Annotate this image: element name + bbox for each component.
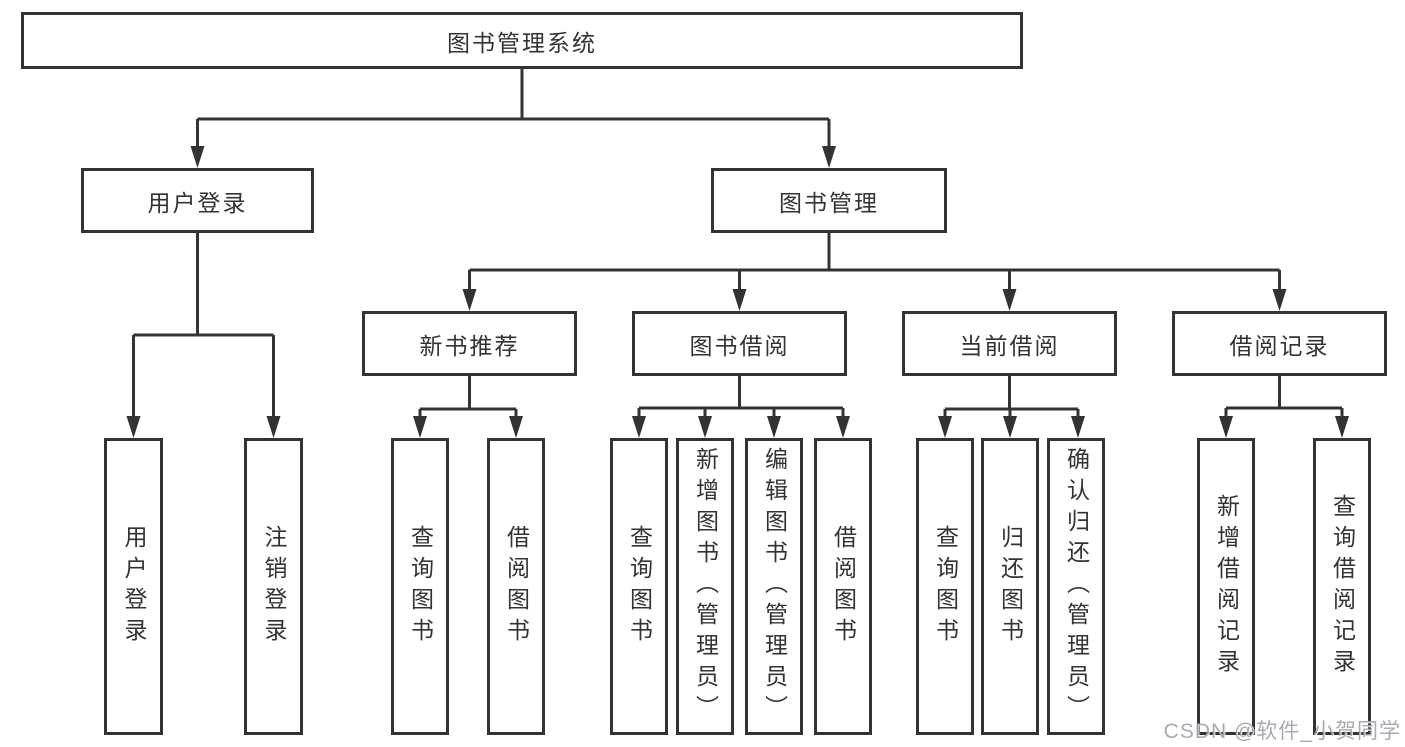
edge-book-management-to-level3 — [462, 233, 1287, 311]
node-leaf-query-books-current: 查询图书 — [916, 438, 974, 735]
node-book-borrow: 图书借阅 — [632, 311, 847, 376]
node-label: 借阅图书 — [503, 524, 530, 649]
edge-root-to-level2 — [190, 69, 836, 168]
node-label: 新增图书（管理员） — [692, 447, 719, 726]
node-new-book-recommend: 新书推荐 — [362, 311, 577, 376]
node-leaf-user-login: 用户登录 — [104, 438, 163, 735]
node-label: 确认归还（管理员） — [1063, 447, 1090, 726]
node-label: 用户登录 — [121, 524, 147, 649]
node-current-borrow: 当前借阅 — [902, 311, 1117, 376]
node-label: 新增借阅记录 — [1213, 493, 1240, 680]
node-borrow-records: 借阅记录 — [1172, 311, 1387, 376]
node-label: 注销登录 — [261, 524, 287, 649]
node-label: 查询借阅记录 — [1329, 493, 1356, 680]
node-library-system: 图书管理系统 — [21, 12, 1023, 69]
node-label: 归还图书 — [997, 524, 1024, 649]
node-book-management: 图书管理 — [711, 168, 947, 233]
node-label: 借阅图书 — [830, 524, 857, 649]
watermark: CSDN @软件_小贺同学 — [1163, 720, 1401, 743]
node-label: 当前借阅 — [959, 332, 1060, 359]
node-label: 查询图书 — [626, 524, 653, 649]
node-label: 新书推荐 — [419, 332, 520, 359]
node-leaf-borrow-books: 借阅图书 — [814, 438, 872, 735]
edge-new-book-to-leaves — [413, 376, 523, 438]
node-leaf-add-borrow-record: 新增借阅记录 — [1197, 438, 1255, 735]
node-label: 图书管理 — [779, 189, 879, 216]
node-label: 编辑图书（管理员） — [761, 447, 788, 726]
node-leaf-return-book: 归还图书 — [981, 438, 1039, 735]
node-user-login: 用户登录 — [81, 168, 314, 233]
node-label: 用户登录 — [147, 189, 248, 216]
node-label: 查询图书 — [932, 524, 959, 649]
node-label: 图书管理系统 — [447, 29, 597, 56]
node-leaf-query-borrow-record: 查询借阅记录 — [1313, 438, 1371, 735]
node-label: 查询图书 — [407, 524, 434, 649]
node-leaf-logout: 注销登录 — [244, 438, 303, 735]
node-leaf-edit-book-admin: 编辑图书（管理员） — [745, 438, 803, 735]
node-label: 图书借阅 — [689, 332, 790, 359]
node-label: 借阅记录 — [1229, 332, 1330, 359]
node-leaf-query-books-recommend: 查询图书 — [391, 438, 449, 735]
node-leaf-borrow-books-recommend: 借阅图书 — [487, 438, 545, 735]
node-leaf-confirm-return-admin: 确认归还（管理员） — [1047, 438, 1105, 735]
edge-current-borrow-to-leaves — [938, 376, 1085, 438]
edge-book-borrow-to-leaves — [632, 376, 850, 438]
node-leaf-add-book-admin: 新增图书（管理员） — [676, 438, 734, 735]
node-leaf-query-books-borrow: 查询图书 — [610, 438, 668, 735]
edge-borrow-records-to-leaves — [1219, 376, 1349, 438]
edge-user-login-to-leaves — [126, 233, 281, 438]
